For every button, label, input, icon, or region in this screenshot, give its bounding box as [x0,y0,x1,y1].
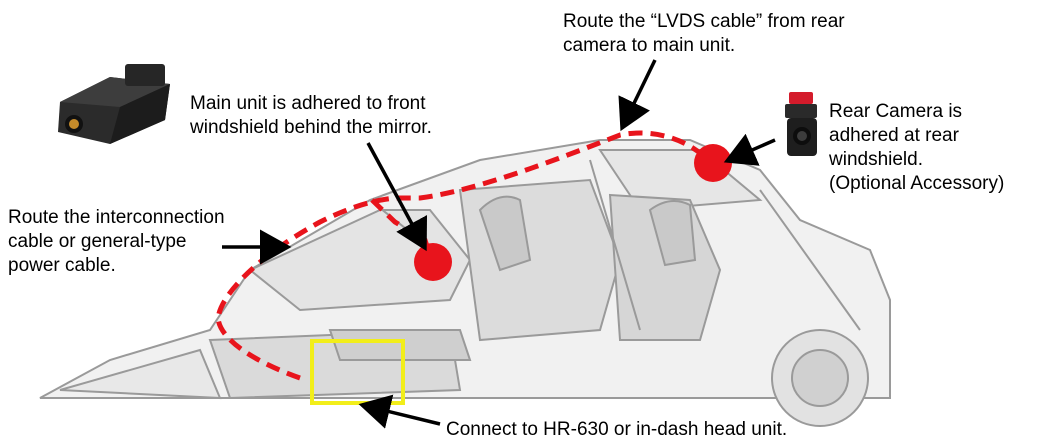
main-unit-mount-point [414,243,452,281]
cable-route-path [215,130,710,381]
rear-camera-image [785,92,817,156]
lvds-arrow [618,59,657,132]
head-unit-highlight-box [310,339,405,405]
head-unit-connect-label: Connect to HR-630 or in-dash head unit. [446,419,788,440]
interconnection-cable-label: Route the interconnection cable or gener… [8,207,225,276]
rear-camera-label: Rear Camera is adhered at rear windshiel… [829,101,1005,194]
rear-camera-arrow [723,133,776,166]
main-unit-arrow [366,142,428,252]
connect-arrow [358,394,441,429]
main-unit-image [58,64,170,144]
rear-camera-mount-point [694,144,732,182]
car-illustration [39,139,891,427]
lvds-cable-label: Route the “LVDS cable” from rear camera … [563,11,845,56]
main-unit-label: Main unit is adhered to front windshield… [190,93,432,138]
